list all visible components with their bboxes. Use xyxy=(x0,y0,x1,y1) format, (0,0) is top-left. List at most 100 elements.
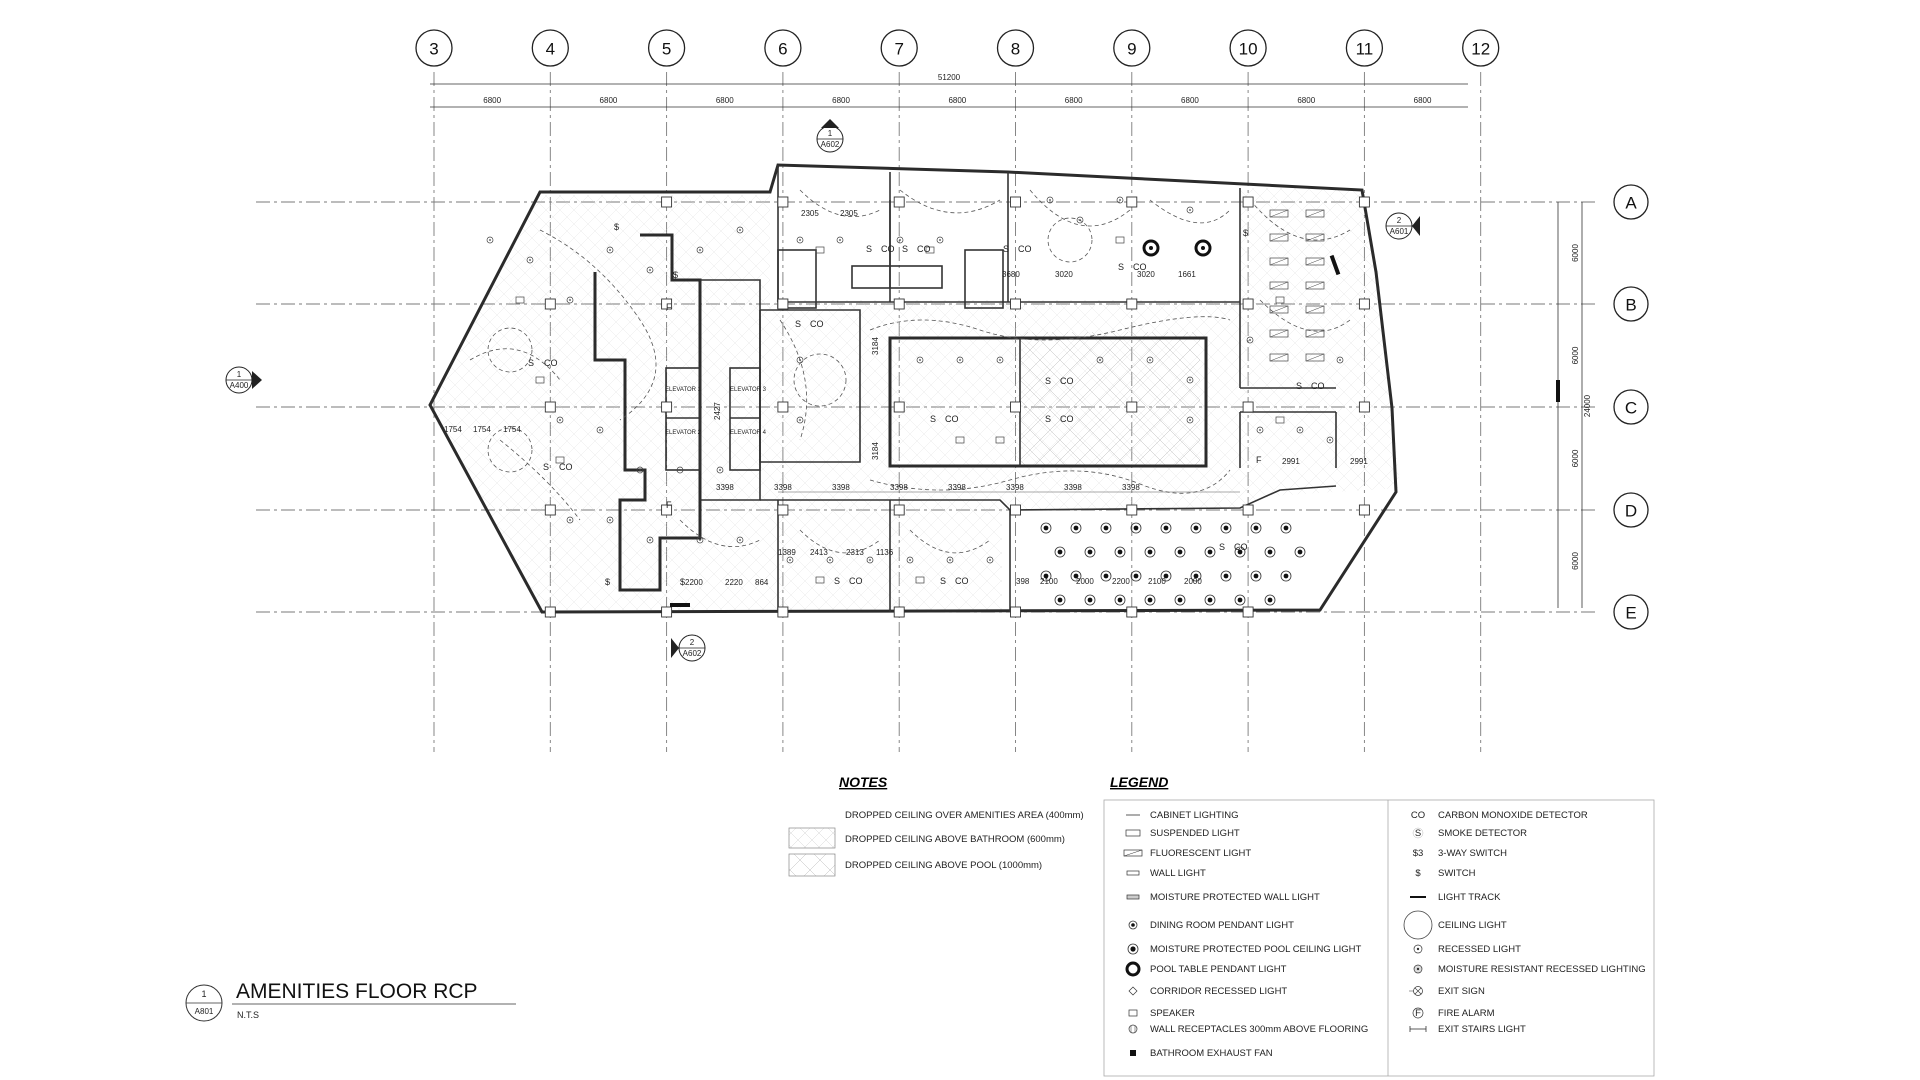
recessed-light xyxy=(736,536,744,544)
room-dim: 398 xyxy=(1016,577,1030,586)
recessed-light xyxy=(556,416,564,424)
column-bubble-11: 11 xyxy=(1345,29,1384,67)
column-bubble-6: 6 xyxy=(764,29,802,67)
fluorescent-light xyxy=(1269,233,1289,242)
pool-ceiling-light-icon xyxy=(1127,943,1139,955)
left-dim: 1754 xyxy=(473,425,491,434)
structural-column xyxy=(661,196,673,208)
row-bubble-D: D xyxy=(1613,492,1649,528)
column-label: 12 xyxy=(1471,40,1490,59)
structural-column xyxy=(893,298,905,310)
column-label: 8 xyxy=(1011,40,1020,59)
moisture-wall-light-icon xyxy=(1126,894,1140,900)
corridor-dim: 3398 xyxy=(1064,483,1082,492)
structural-column xyxy=(777,298,789,310)
pool-light xyxy=(1294,546,1306,558)
lighting-circuits xyxy=(469,189,1351,554)
legend-label: MOISTURE RESISTANT RECESSED LIGHTING xyxy=(1438,964,1646,975)
co-detector-mark: CO xyxy=(544,358,558,368)
drawing-title: AMENITIES FLOOR RCP xyxy=(236,980,478,1003)
bay-dim: 6800 xyxy=(1414,96,1432,105)
corridor-dim: 3398 xyxy=(1122,483,1140,492)
co-detector-mark: CO xyxy=(1060,376,1074,386)
recessed-light xyxy=(796,416,804,424)
smoke-detector-mark: S xyxy=(1045,414,1051,424)
legend-label: MOISTURE PROTECTED POOL CEILING LIGHT xyxy=(1150,944,1362,955)
recessed-light xyxy=(986,556,994,564)
legend-label: FLUORESCENT LIGHT xyxy=(1150,848,1251,859)
structural-column xyxy=(777,504,789,516)
section-num: 2 xyxy=(690,638,695,647)
recessed-light xyxy=(916,356,924,364)
pool-light xyxy=(1280,522,1292,534)
co-detector-mark: CO xyxy=(810,319,824,329)
co-detector-mark: CO xyxy=(559,462,573,472)
floor-plan: ELEVATOR 1 ELEVATOR 2 ELEVATOR 3 ELEVATO… xyxy=(428,163,1400,618)
recessed-light xyxy=(1186,206,1194,214)
corridor-dim: 3398 xyxy=(1006,483,1024,492)
co-detector-mark: CO xyxy=(945,414,959,424)
pool-light xyxy=(1084,546,1096,558)
legend-label: CEILING LIGHT xyxy=(1438,920,1507,931)
recessed-light xyxy=(676,466,684,474)
fixture-symbols xyxy=(486,196,1370,618)
pool-light xyxy=(1040,570,1052,582)
corridor-recessed-icon xyxy=(1128,986,1138,996)
room-dim: 2313 xyxy=(846,548,864,557)
section-marker-a602-bottom[interactable]: 2 A602 xyxy=(671,634,706,662)
room-dim: 2305 xyxy=(840,209,858,218)
co-detector-mark: CO xyxy=(1311,381,1325,391)
recessed-light xyxy=(1336,356,1344,364)
top-dimensions: 51200 xyxy=(430,73,1468,108)
section-sheet: A601 xyxy=(1390,227,1409,236)
structural-column xyxy=(1126,504,1138,516)
switch-mark: $ xyxy=(605,577,610,587)
speaker-icon xyxy=(995,436,1005,444)
co-detector-mark: CO xyxy=(917,244,931,254)
fluorescent-light xyxy=(1305,233,1325,242)
legend-label: SMOKE DETECTOR xyxy=(1438,828,1527,839)
pool-light xyxy=(1144,546,1156,558)
column-bubble-7: 7 xyxy=(880,29,918,67)
pool-light xyxy=(1204,594,1216,606)
exterior-wall xyxy=(428,163,1398,614)
structural-column xyxy=(544,401,556,413)
wall-light-icon xyxy=(1126,870,1140,876)
title-block: 1 A801 AMENITIES FLOOR RCP N.T.S xyxy=(185,980,516,1022)
section-marker-a601-right[interactable]: 2 A601 xyxy=(1385,212,1420,240)
smoke-detector-mark: S xyxy=(1296,381,1302,391)
section-marker-a400-left[interactable]: 1 A400 xyxy=(225,366,262,394)
recessed-light xyxy=(636,466,644,474)
legend-label: FIRE ALARM xyxy=(1438,1008,1495,1019)
row-bay-dim: 6000 xyxy=(1571,449,1580,467)
legend-label: EXIT SIGN xyxy=(1438,986,1485,997)
bay-dim: 6800 xyxy=(483,96,501,105)
column-bubble-12: 12 xyxy=(1462,29,1500,67)
smoke-detector-mark: S xyxy=(543,462,549,472)
structural-column xyxy=(1242,606,1254,618)
recessed-light xyxy=(786,556,794,564)
legend-item: FLUORESCENT LIGHT xyxy=(1123,848,1251,859)
pool-light xyxy=(1144,594,1156,606)
fluorescent-light xyxy=(1305,305,1325,314)
recessed-light xyxy=(796,236,804,244)
pool-light xyxy=(1160,522,1172,534)
fire-alarm-mark: F xyxy=(666,302,672,312)
fluorescent-light xyxy=(1305,353,1325,362)
section-marker-a602-top[interactable]: 1 A602 xyxy=(816,119,844,153)
right-dimensions: 24000 xyxy=(1557,202,1592,608)
fluorescent-light-icon xyxy=(1123,849,1143,857)
bay-dim: 6800 xyxy=(1297,96,1315,105)
section-cut-mark xyxy=(670,603,690,607)
section-cut-mark xyxy=(1556,380,1560,402)
legend-label: RECESSED LIGHT xyxy=(1438,944,1521,955)
co-detector-mark: CO xyxy=(1018,244,1032,254)
row-bay-dim: 6000 xyxy=(1571,552,1580,570)
pool-light xyxy=(1070,522,1082,534)
structural-column xyxy=(1242,298,1254,310)
detector-labels: S CO S CO S CO S CO S CO S CO S CO S CO … xyxy=(528,222,1325,587)
structural-column xyxy=(893,196,905,208)
row-bubble-C: C xyxy=(1613,389,1649,425)
